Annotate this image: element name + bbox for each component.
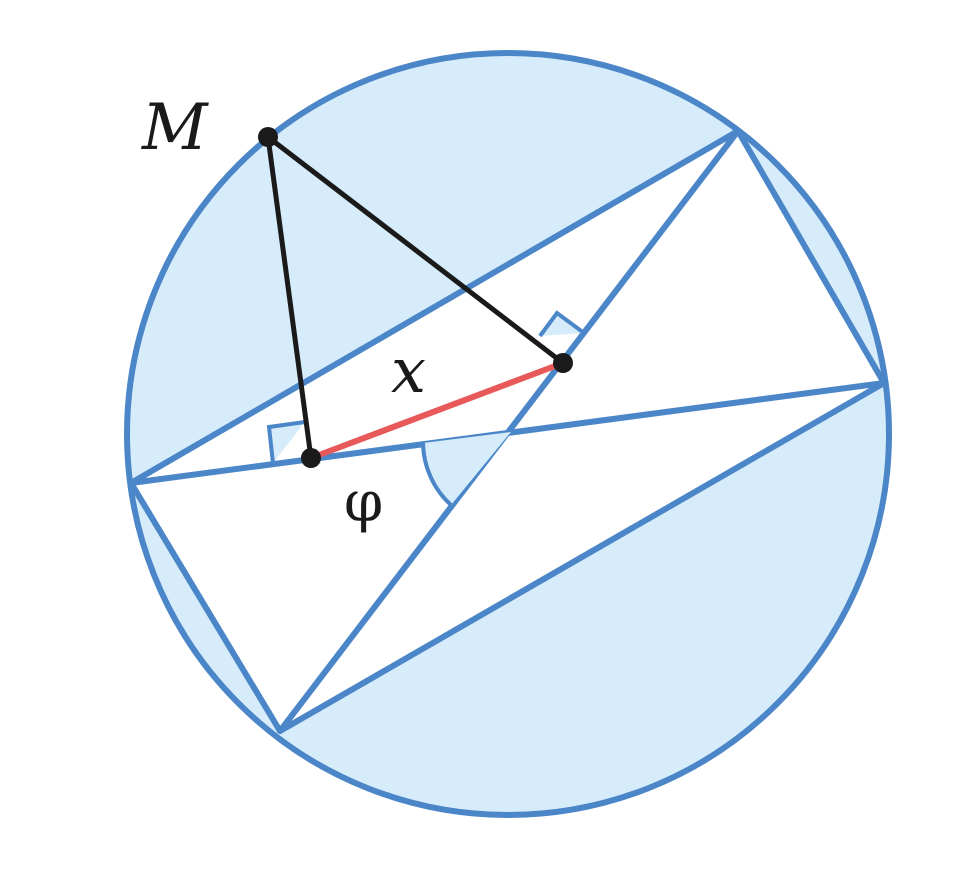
point-left-foot xyxy=(301,448,321,468)
diagonal-steep xyxy=(277,128,741,734)
segment-x xyxy=(308,360,566,461)
point-m xyxy=(258,127,278,147)
angle-phi-arc-stroke xyxy=(421,442,453,507)
label-phi: φ xyxy=(344,470,383,535)
projection-lines xyxy=(265,134,566,461)
circle-outline xyxy=(124,50,892,818)
segment-m-right-foot xyxy=(265,134,566,366)
side-bottom-left xyxy=(128,480,283,734)
segment-m-left-foot xyxy=(265,134,314,461)
angle-phi-arc xyxy=(423,432,511,505)
point-right-foot xyxy=(553,353,573,373)
label-m: M xyxy=(141,91,209,165)
side-top-right xyxy=(735,128,887,386)
right-angle-marker-left xyxy=(266,420,306,464)
label-x: x xyxy=(391,334,426,407)
side-left-top xyxy=(128,128,741,486)
inner-region-right xyxy=(511,131,884,432)
right-angle-marker-right xyxy=(538,310,586,338)
inner-region-bottom xyxy=(131,432,511,731)
quadrilateral xyxy=(128,128,887,734)
side-right-bottom xyxy=(277,380,887,734)
